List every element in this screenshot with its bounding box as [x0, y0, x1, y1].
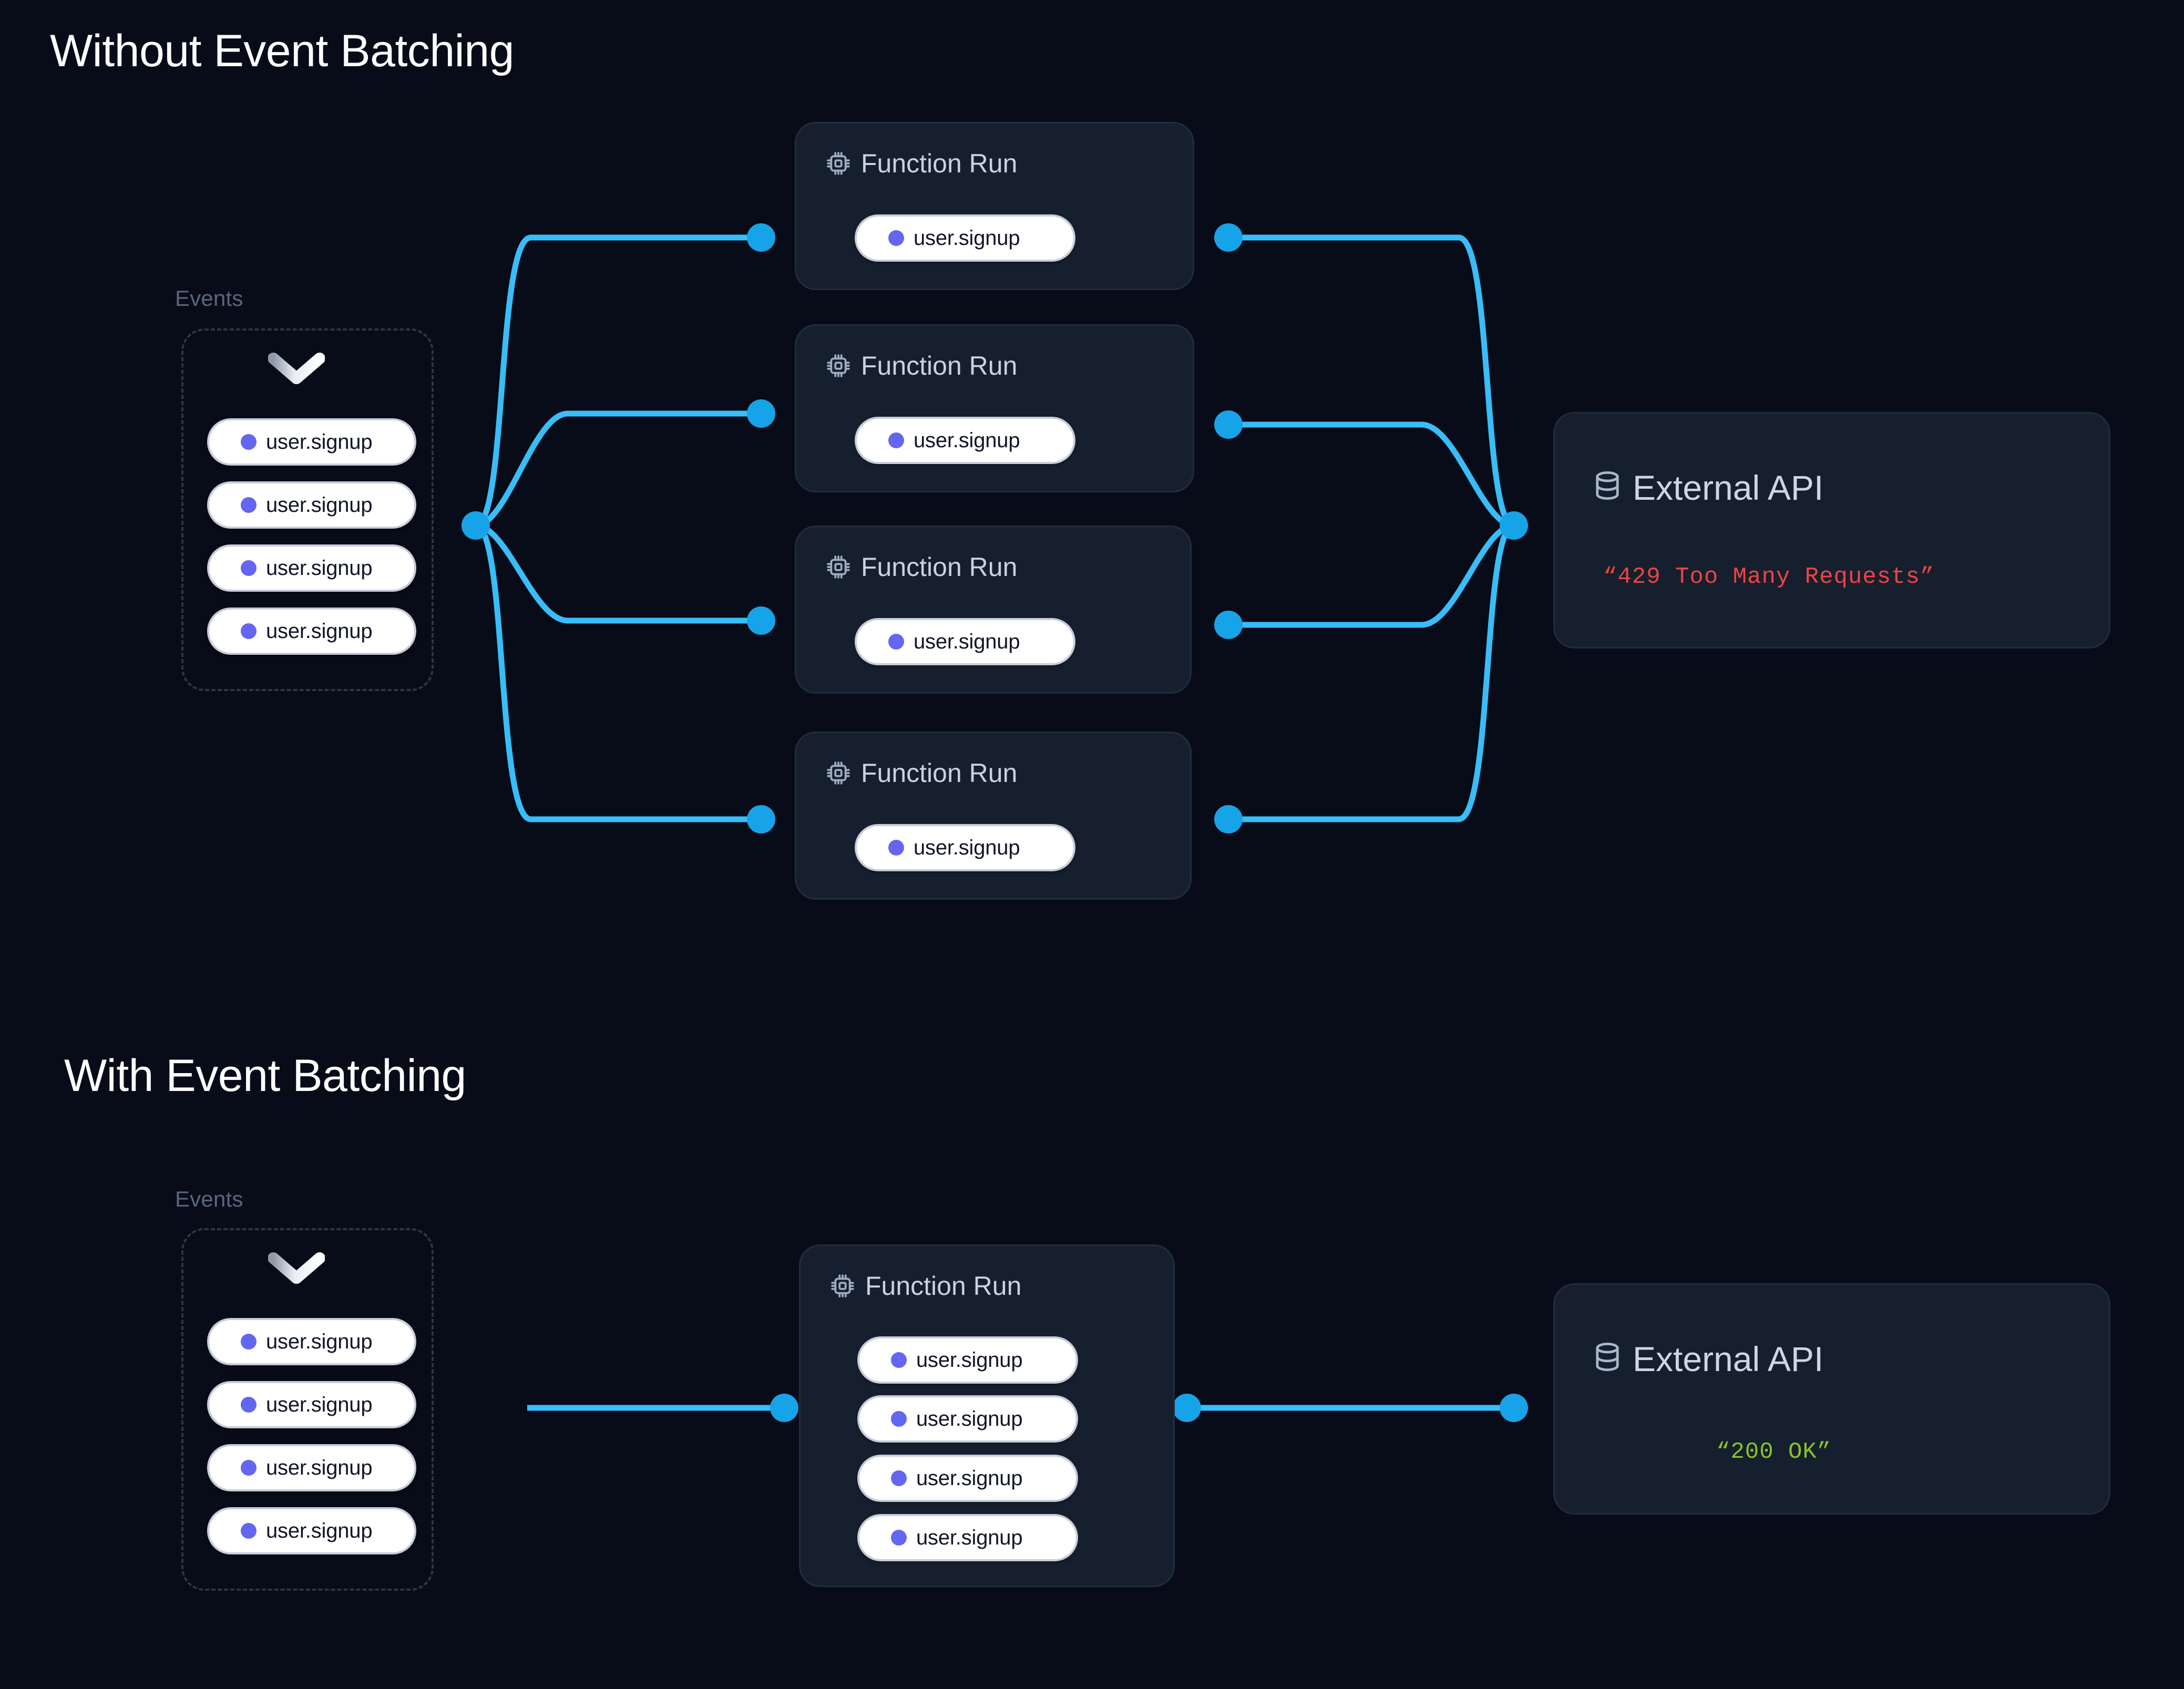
event-trail-icon [871, 632, 904, 651]
database-icon [1593, 471, 1622, 504]
event-label: user.signup [916, 1466, 1023, 1490]
section-title-with-batching: With Event Batching [64, 1051, 466, 1101]
function-run-header: Function Run [826, 552, 1017, 582]
event-trail-icon [224, 622, 257, 641]
external-api-card[interactable] [1553, 1283, 2110, 1515]
list-item[interactable]: user.signup [857, 826, 1073, 869]
database-icon [1593, 1342, 1622, 1376]
event-label: user.signup [916, 1407, 1023, 1430]
event-trail-icon [871, 431, 904, 450]
cpu-chip-icon [827, 152, 850, 175]
section-title-without-batching: Without Event Batching [50, 26, 514, 76]
list-item[interactable]: user.signup [209, 483, 414, 527]
list-item[interactable]: user.signup [209, 420, 414, 464]
list-item[interactable]: user.signup [209, 1383, 414, 1426]
list-item[interactable]: user.signup [857, 217, 1073, 260]
external-api-header: External API [1593, 468, 1823, 508]
function-run-header: Function Run [830, 1271, 1021, 1301]
function-run-title: Function Run [861, 351, 1018, 380]
status-badge-success: “200 OK” [1716, 1439, 1832, 1465]
event-label: user.signup [914, 630, 1020, 653]
list-item[interactable]: user.signup [859, 1397, 1076, 1440]
events-group-bottom [181, 1228, 434, 1591]
chevron-down-icon [268, 353, 325, 384]
event-label: user.signup [914, 836, 1020, 859]
event-label: user.signup [266, 493, 373, 517]
event-label: user.signup [266, 1330, 373, 1353]
external-api-card[interactable] [1553, 412, 2110, 648]
event-trail-icon [224, 559, 257, 578]
function-run-title: Function Run [865, 1271, 1022, 1301]
event-label: user.signup [266, 1519, 373, 1542]
event-trail-icon [871, 229, 904, 248]
external-api-header: External API [1593, 1339, 1823, 1379]
cpu-chip-icon [827, 761, 850, 785]
event-label: user.signup [266, 1456, 373, 1479]
list-item[interactable]: user.signup [859, 1516, 1076, 1559]
event-label: user.signup [266, 1393, 373, 1416]
function-run-header: Function Run [826, 351, 1017, 381]
event-label: user.signup [914, 428, 1020, 452]
events-label-top: Events [175, 286, 243, 311]
list-item[interactable]: user.signup [859, 1338, 1076, 1382]
cpu-chip-icon [831, 1274, 854, 1297]
event-trail-icon [224, 1458, 257, 1477]
event-label: user.signup [914, 226, 1020, 250]
events-group-top [181, 328, 434, 691]
function-run-title: Function Run [861, 758, 1018, 788]
chevron-down-icon [268, 1252, 325, 1284]
list-item[interactable]: user.signup [209, 1509, 414, 1552]
list-item[interactable]: user.signup [209, 1320, 414, 1363]
event-trail-icon [224, 496, 257, 514]
list-item[interactable]: user.signup [209, 1446, 414, 1489]
status-badge-error: “429 Too Many Requests” [1603, 564, 1935, 590]
event-label: user.signup [266, 430, 373, 454]
function-run-header: Function Run [826, 148, 1017, 179]
external-api-title: External API [1633, 468, 1824, 507]
function-run-card[interactable] [795, 122, 1194, 290]
external-api-title: External API [1633, 1340, 1824, 1378]
cpu-chip-icon [827, 555, 850, 579]
list-item[interactable]: user.signup [859, 1457, 1076, 1500]
event-label: user.signup [266, 619, 373, 643]
list-item[interactable]: user.signup [209, 610, 414, 653]
event-trail-icon [874, 1409, 907, 1428]
list-item[interactable]: user.signup [857, 419, 1073, 462]
event-trail-icon [874, 1469, 907, 1488]
function-run-title: Function Run [861, 552, 1018, 582]
event-trail-icon [874, 1528, 907, 1547]
event-trail-icon [871, 838, 904, 857]
events-label-bottom: Events [175, 1187, 243, 1211]
function-run-header: Function Run [826, 758, 1017, 788]
function-run-card[interactable] [795, 526, 1192, 694]
list-item[interactable]: user.signup [857, 620, 1073, 663]
event-trail-icon [874, 1351, 907, 1369]
event-trail-icon [224, 1395, 257, 1414]
function-run-title: Function Run [861, 149, 1018, 178]
event-trail-icon [224, 432, 257, 451]
function-run-card[interactable] [795, 324, 1194, 492]
cpu-chip-icon [827, 354, 850, 377]
list-item[interactable]: user.signup [209, 547, 414, 590]
function-run-card[interactable] [795, 732, 1192, 900]
event-label: user.signup [266, 556, 373, 580]
event-trail-icon [224, 1521, 257, 1540]
event-label: user.signup [916, 1348, 1023, 1372]
event-trail-icon [224, 1332, 257, 1351]
event-label: user.signup [916, 1526, 1023, 1549]
